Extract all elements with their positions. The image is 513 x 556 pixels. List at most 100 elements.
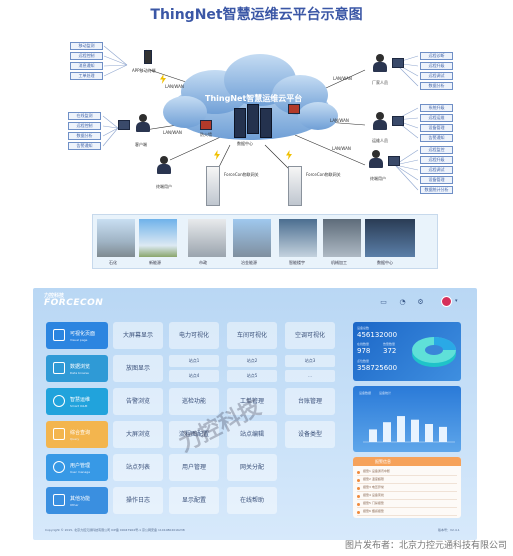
- logo: FORCECON: [44, 298, 104, 308]
- side-menu-sub: Smart O&M: [70, 404, 88, 408]
- side-menu-sub: Other: [70, 503, 79, 507]
- client-label: 客户端: [135, 142, 147, 147]
- alert-title: 报警信息: [375, 459, 391, 464]
- server-icon: [234, 108, 246, 138]
- tile-alarm-browse[interactable]: 告警浏览: [113, 388, 163, 415]
- tile-display-config[interactable]: 显示配置: [169, 487, 219, 514]
- photo-caption: 冶金能源: [241, 260, 257, 265]
- tile-power-vis[interactable]: 电力可视化: [169, 322, 219, 349]
- tile-ticket-mgmt[interactable]: 工单管理: [227, 388, 277, 415]
- tile-lifecycle[interactable]: 巡检功能: [169, 388, 219, 415]
- feature-box: 远程调试: [420, 166, 453, 174]
- bar: [383, 422, 391, 442]
- tile-site-more[interactable]: ...: [285, 370, 335, 382]
- tile-device-type[interactable]: 设备类型: [285, 421, 335, 448]
- tile-site[interactable]: 站点3: [285, 355, 335, 367]
- folder-icon: [53, 428, 65, 440]
- tile-big-screen[interactable]: 大屏幕显示: [113, 322, 163, 349]
- municipal-photo: [188, 219, 226, 257]
- footer-copyright: Copyright © 2015, 北京力控元通科技有限公司 ICP备 0904…: [45, 528, 185, 532]
- tile-site[interactable]: 站点2: [227, 355, 277, 367]
- network-label: LAN/WAN: [165, 84, 184, 89]
- tile-online-help[interactable]: 在线帮助: [227, 487, 277, 514]
- alert-dot-icon: [357, 503, 360, 506]
- stat-value: 978: [357, 347, 371, 355]
- photo-caption: 新能源: [149, 260, 161, 265]
- network-label: LAN/WAN: [163, 130, 182, 135]
- feature-box: 消息通知: [70, 62, 103, 70]
- computer-icon: [392, 58, 404, 68]
- data-center-label: 数据中心: [237, 141, 253, 146]
- alert-card: 报警信息 报警1 设备通讯中断报警2 温度超限报警3 电压异常报警4 设备离线报…: [353, 457, 461, 518]
- photo-caption: 智能楼宇: [289, 260, 305, 265]
- stat-label: 点位数量: [357, 359, 370, 363]
- tile-site[interactable]: 站点5: [227, 370, 277, 382]
- side-menu-om[interactable]: 智慧运维 Smart O&M: [46, 388, 108, 415]
- alert-row[interactable]: 报警3 电压异常: [357, 485, 457, 492]
- tile-ledger-mgmt[interactable]: 台账管理: [285, 388, 335, 415]
- computer-icon: [388, 156, 400, 166]
- side-menu-query[interactable]: 综合查询 Query: [46, 421, 108, 448]
- feature-box: 数据分析: [420, 82, 453, 90]
- alert-header: [353, 457, 461, 466]
- server-icon: [260, 108, 272, 138]
- tile-user-mgmt[interactable]: 用户管理: [169, 454, 219, 481]
- grid-icon: [53, 494, 65, 506]
- side-menu-sub: User manage: [70, 470, 91, 474]
- feature-box: 远程升级: [420, 62, 453, 70]
- side-menu-data[interactable]: 数据浏览 Data browse: [46, 355, 108, 382]
- feature-box: 远程监控: [420, 146, 453, 154]
- tile-ac-vis[interactable]: 空调可视化: [285, 322, 335, 349]
- alert-row[interactable]: 报警1 设备通讯中断: [357, 469, 457, 476]
- alert-row[interactable]: 报警5 门禁报警: [357, 501, 457, 508]
- alert-text: 报警4 设备离线: [363, 493, 384, 497]
- logo-chinese: 力控科技: [44, 293, 65, 299]
- bell-icon[interactable]: ◔: [399, 298, 406, 306]
- tile-group-display[interactable]: 放图显示: [113, 355, 163, 382]
- tile-site[interactable]: 站点4: [169, 370, 219, 382]
- tile-workshop-vis[interactable]: 车间可视化: [227, 322, 277, 349]
- chevron-down-icon[interactable]: ▾: [455, 298, 458, 304]
- donut-chart: [412, 337, 456, 367]
- gateway-device-icon: [288, 166, 302, 206]
- user-icon: [368, 150, 384, 168]
- platform-diagram: ThingNet智慧运维云平台示意图: [0, 0, 513, 275]
- wrench-icon: [53, 395, 65, 407]
- feature-box: 系统升级: [420, 104, 453, 112]
- lightning-icon: [214, 150, 220, 160]
- gateway-label: ForceCon物联网关: [224, 172, 259, 177]
- side-menu-visual[interactable]: 可视化页面 Visual page: [46, 322, 108, 349]
- tile-flow-config[interactable]: 流程图配置: [169, 421, 219, 448]
- alert-row[interactable]: 报警6 烟感报警: [357, 509, 457, 516]
- alert-text: 报警5 门禁报警: [363, 501, 384, 505]
- avatar[interactable]: [441, 296, 452, 307]
- tile-network-dist[interactable]: 网关分配: [227, 454, 277, 481]
- new-energy-photo: [139, 219, 177, 257]
- side-menu-label: 智慧运维: [70, 397, 91, 403]
- tile-op-log[interactable]: 操作日志: [113, 487, 163, 514]
- tile-site[interactable]: 站点1: [169, 355, 219, 367]
- feature-box: 告警通知: [420, 134, 453, 142]
- feature-box: 远程控制: [70, 52, 103, 60]
- alert-row[interactable]: 报警2 温度超限: [357, 477, 457, 484]
- stat-value: 358725600: [357, 364, 398, 372]
- bar: [425, 424, 433, 442]
- gear-icon[interactable]: ⚙: [417, 298, 424, 306]
- alert-dot-icon: [357, 495, 360, 498]
- alert-row[interactable]: 报警4 设备离线: [357, 493, 457, 500]
- lightning-icon: [286, 150, 292, 160]
- chat-icon[interactable]: ▭: [380, 298, 387, 306]
- firewall-label: 防火墙: [200, 132, 212, 137]
- side-menu-sub: Query: [70, 437, 80, 441]
- tile-big-data[interactable]: 大屏浏览: [113, 421, 163, 448]
- tile-site-edit[interactable]: 站点编辑: [227, 421, 277, 448]
- side-menu-user[interactable]: 用户管理 User manage: [46, 454, 108, 481]
- end-user-label: 终端用户: [156, 184, 172, 189]
- user-icon: [156, 156, 172, 174]
- factory-label: 厂家人员: [372, 80, 388, 85]
- app-label: APP移动终端: [132, 68, 156, 73]
- network-label: LAN/WAN: [332, 146, 351, 151]
- firewall-icon: [288, 104, 300, 114]
- side-menu-other[interactable]: 其他功能 Other: [46, 487, 108, 514]
- tile-site-list[interactable]: 站点列表: [113, 454, 163, 481]
